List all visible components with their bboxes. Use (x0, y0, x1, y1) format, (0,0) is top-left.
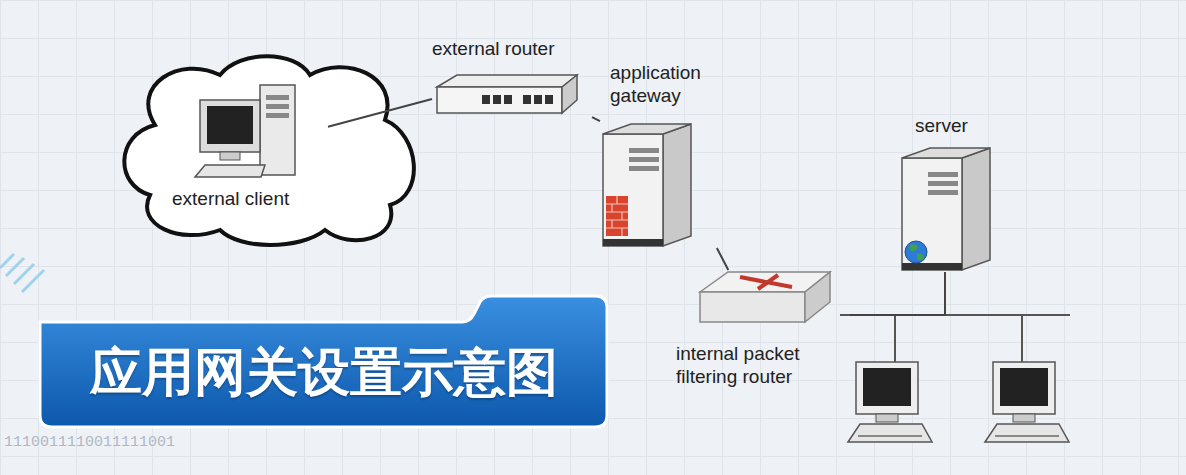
link-line (592, 117, 600, 121)
router-device: external router (432, 35, 592, 120)
link-line (328, 99, 432, 127)
diagram-title: 应用网关设置示意图 (40, 318, 607, 427)
pc-icon (195, 85, 295, 180)
link-line (850, 272, 945, 315)
router-icon (437, 75, 577, 115)
lan-bus (840, 315, 1070, 364)
title-banner (40, 296, 607, 427)
filter-router-device: internal packet filtering router (670, 270, 850, 392)
device-label: application gateway (610, 62, 735, 108)
network-link (717, 248, 728, 270)
device-label: internal packet filtering router (676, 343, 848, 389)
client-pc: external client (170, 82, 328, 214)
binary-watermark: 1110011110011111001 (4, 434, 175, 451)
deco-stripes (0, 254, 44, 292)
filter-router-icon (700, 272, 830, 325)
network-link (850, 272, 945, 315)
device-label: external client (172, 188, 326, 211)
network-link (592, 117, 600, 121)
device-label: external router (432, 38, 590, 61)
network-link (328, 99, 432, 127)
lan-pc (848, 362, 932, 442)
gateway-device: application gateway (600, 62, 737, 248)
device-label: server (915, 115, 993, 138)
internet-cloud (124, 56, 414, 245)
link-line (717, 248, 728, 270)
server-icon (902, 148, 990, 270)
firewall-server-icon (603, 124, 691, 246)
server-device: server (895, 115, 995, 272)
lan-pc (985, 362, 1069, 442)
